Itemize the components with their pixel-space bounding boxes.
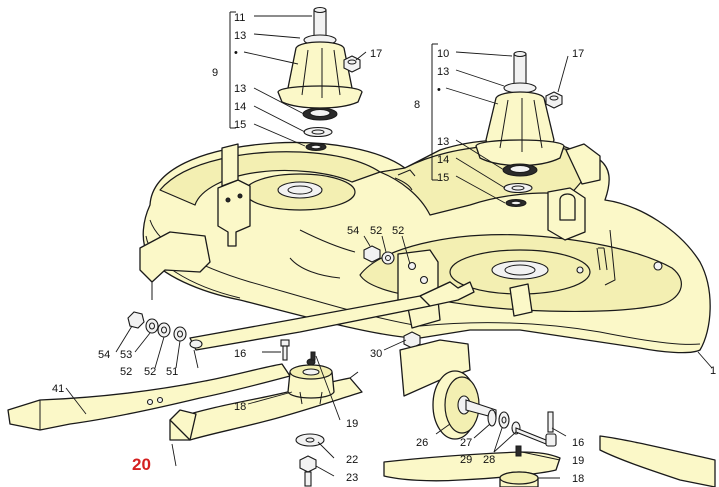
callout-13: 13: [437, 136, 449, 148]
callout-52: 52: [120, 366, 132, 378]
callout-17: 17: [370, 48, 382, 60]
callout-dot: •: [234, 47, 238, 59]
callout-13: 13: [234, 83, 246, 95]
callout-22: 22: [346, 454, 358, 466]
callout-52: 52: [144, 366, 156, 378]
front-hanger-bracket: [139, 231, 211, 300]
fastener-stack-center: [363, 245, 395, 265]
callout-9: 9: [212, 67, 218, 79]
callout-13: 13: [437, 66, 449, 78]
callout-13: 13: [234, 30, 246, 42]
callout-54: 54: [98, 349, 110, 361]
callout-53: 53: [120, 349, 132, 361]
callout-10: 10: [437, 48, 449, 60]
figure-number: 20: [132, 455, 151, 474]
callout-29: 29: [460, 454, 472, 466]
key-19-right: [515, 445, 522, 457]
callout-1: 1: [710, 365, 716, 377]
callout-19: 19: [346, 418, 358, 430]
callout-19: 19: [572, 455, 584, 467]
key-19-left: [310, 351, 316, 361]
callout-dot: •: [437, 84, 441, 96]
callout-26: 26: [416, 437, 428, 449]
height-adjust-link-rod: [189, 281, 475, 351]
callout-14: 14: [234, 101, 246, 113]
callout-18: 18: [572, 473, 584, 485]
callout-52: 52: [392, 225, 404, 237]
callout-54: 54: [347, 225, 359, 237]
callout-51: 51: [166, 366, 178, 378]
blade-hub-18-left: [287, 358, 335, 405]
bolt-16-right: [515, 411, 557, 447]
spindle-assembly-right: [475, 50, 565, 207]
callout-28: 28: [483, 454, 495, 466]
fastener-stack-left: [127, 311, 187, 342]
bolt-16-left: [280, 339, 290, 361]
callout-27: 27: [460, 437, 472, 449]
group-bracket-9: [229, 11, 236, 129]
callout-30: 30: [370, 348, 382, 360]
callout-16: 16: [234, 348, 246, 360]
wheel-washers: [487, 409, 521, 435]
anti-scalp-wheel-26: [399, 339, 497, 440]
nut-17-right: [545, 91, 563, 109]
callout-labels: 11 13 • 9 17 13 14 15 10 17 13 • 8 13 14…: [52, 12, 716, 485]
deck-bracket-left: [217, 143, 251, 247]
callout-23: 23: [346, 472, 358, 484]
callout-11: 11: [234, 12, 245, 24]
leader-lines: [65, 15, 713, 479]
callout-14: 14: [437, 154, 449, 166]
spindle-assembly-left: [277, 6, 363, 151]
callout-15: 15: [437, 172, 449, 184]
callout-41: 41: [52, 383, 64, 395]
group-bracket-8: [431, 43, 438, 181]
blade-hub-18-right: [499, 471, 539, 487]
callout-15: 15: [234, 119, 246, 131]
callout-52: 52: [370, 225, 382, 237]
callout-16: 16: [572, 437, 584, 449]
deck-bracket-right: [547, 143, 601, 241]
nut-30: [403, 331, 421, 349]
callout-8: 8: [414, 99, 420, 111]
bracket-rear-small: [509, 283, 533, 317]
callout-18: 18: [234, 401, 246, 413]
callout-17: 17: [572, 48, 584, 60]
washer-22: [295, 433, 325, 447]
bolt-23: [299, 455, 317, 487]
